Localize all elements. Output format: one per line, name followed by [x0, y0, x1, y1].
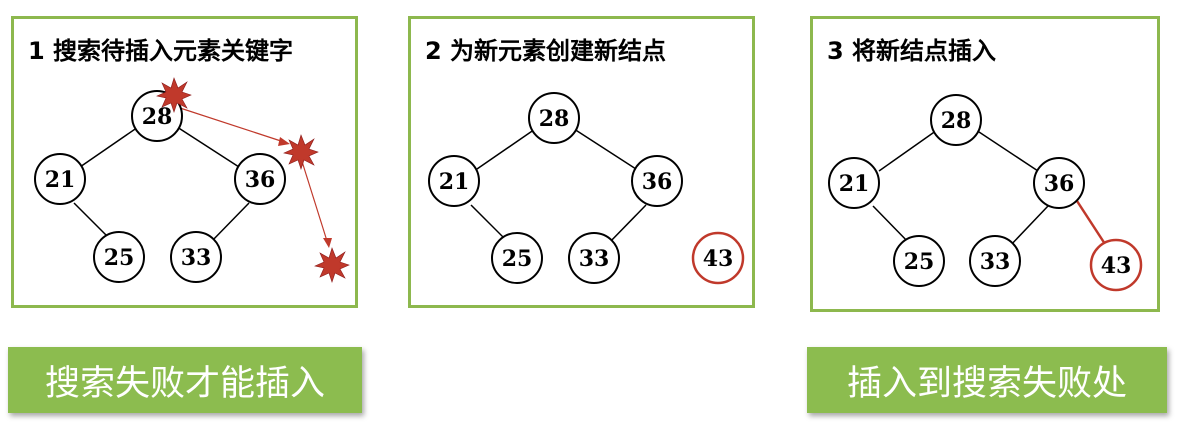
tree-node: 28: [930, 94, 982, 146]
tree-node: 33: [568, 232, 620, 284]
tree-node: 28: [528, 92, 580, 144]
edge-28-36: [972, 127, 1039, 172]
node-label: 36: [245, 167, 276, 193]
tree-node: 25: [93, 231, 145, 283]
tree-diagram-create: 28 21 36 25 33 43: [428, 92, 745, 285]
node-label: 21: [45, 167, 76, 193]
edge-28-21: [79, 124, 142, 168]
node-label: 25: [502, 246, 533, 272]
panel-title: 1 搜索待插入元素关键字: [28, 37, 294, 65]
tree-node: 36: [1033, 157, 1085, 209]
edge-36-33: [1008, 205, 1049, 248]
tree-node: 36: [631, 155, 683, 207]
tree-node: 36: [234, 153, 286, 205]
tree-node: 25: [893, 235, 945, 287]
search-marker-icon: [156, 77, 192, 113]
node-label: 25: [104, 245, 135, 271]
edge-36-33: [209, 202, 250, 244]
tree-node: 33: [170, 231, 222, 283]
node-label: 33: [579, 246, 610, 272]
node-label: 43: [703, 246, 734, 272]
node-label: 43: [1101, 253, 1132, 279]
edge-36-33: [606, 204, 647, 246]
banner-insert-at-fail: 插入到搜索失败处: [807, 347, 1167, 413]
panel-title: 3 将新结点插入: [827, 37, 997, 65]
edge-28-21: [476, 126, 539, 170]
tree-node: 21: [828, 157, 880, 209]
tree-diagram-insert: 28 21 36 25 33 43: [828, 94, 1143, 292]
panel-insert-node: 3 将新结点插入 28 21 36 25 33: [810, 16, 1160, 312]
panel-title: 2 为新元素创建新结点: [425, 37, 667, 65]
node-label: 28: [941, 108, 972, 134]
new-node: 43: [1089, 238, 1143, 292]
arrowhead-1: [278, 137, 290, 146]
banner-search-fail: 搜索失败才能插入: [8, 347, 362, 413]
search-arrow-2: [299, 154, 328, 242]
panel-create-node: 2 为新元素创建新结点 28 21 36 25 33: [408, 16, 755, 308]
node-label: 28: [142, 104, 173, 130]
node-label: 36: [642, 169, 673, 195]
node-label: 21: [839, 171, 870, 197]
node-label: 36: [1044, 171, 1075, 197]
node-label: 25: [904, 249, 935, 275]
node-label: 33: [980, 249, 1011, 275]
arrowhead-2: [323, 238, 332, 248]
tree-node: 21: [428, 155, 480, 207]
node-label: 33: [181, 245, 212, 271]
tree-node: 21: [34, 153, 86, 205]
edge-28-36: [173, 124, 240, 168]
search-arrow-1: [176, 106, 285, 143]
tree-diagram-search: 28 21 36 25 33: [34, 77, 350, 283]
tree-node: 33: [969, 235, 1021, 287]
search-marker-icon: [314, 247, 350, 283]
edge-28-21: [878, 127, 941, 172]
tree-node: 25: [491, 232, 543, 284]
node-label: 21: [439, 169, 470, 195]
search-marker-icon: [283, 134, 319, 170]
node-label: 28: [539, 106, 570, 132]
edge-36-43: [1075, 200, 1107, 245]
new-node: 43: [691, 231, 745, 285]
panel-search: 1 搜索待插入元素关键字 28 21 36: [11, 16, 358, 308]
edge-28-36: [570, 126, 637, 170]
